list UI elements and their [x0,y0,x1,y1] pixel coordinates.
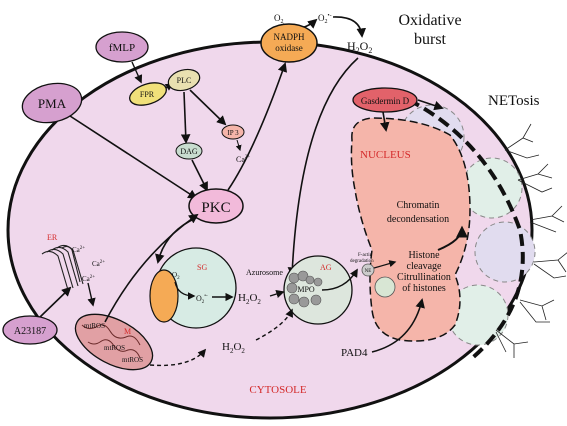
chromatin-label-1: Chromatin [397,200,440,211]
histone-label-1: Histone [408,250,440,261]
sg-h2o2-to-mpo-arrow [269,289,285,298]
factin-label-2: degradation [350,259,374,264]
mpo-to-ne-arrow [321,268,358,291]
dag-label: DAG [180,147,198,156]
pma [21,82,83,124]
sg-h2o2-label: H2O2 [238,292,261,306]
fmlp [95,31,149,63]
dag [175,142,203,160]
mtros-label-3: mtROS [122,356,143,364]
mito-label: M [124,327,131,336]
histone-label-2: cleavage [407,261,443,272]
ne-particle-2 [374,276,396,298]
fpr-label: FPR [140,90,155,99]
sg-nadph-oxidase [149,269,179,323]
fmlp-label: fMLP [109,42,135,54]
nadph-label-2: oxidase [275,43,303,53]
pkc [188,188,244,224]
sg-o2-label: O2 [172,271,180,281]
h2o2-top-label: H2O2 [347,39,372,55]
er-ca-label-2: Ca2+ [92,260,105,268]
a23187-label: A23187 [14,326,46,337]
pad4-label: PAD4 [341,347,368,359]
pad4-to-histone-arrow [371,298,425,353]
pma-to-pkc-arrow [69,115,198,200]
factin-label-1: F-actin [358,253,373,258]
pkc-label: PKC [201,200,230,216]
a23187-to-er-arrow [39,286,72,318]
cytosole-label: CYTOSOLE [249,384,307,396]
superoxide-to-h2o2-arrow [332,16,367,38]
a23187 [2,315,58,345]
gasdermin-to-membrane-arrow [417,99,444,111]
mtros-label-2: mtROS [104,344,125,352]
gasdermin-to-nucleus-arrow [380,111,390,132]
netosis-label: NETosis [488,93,540,109]
ne-label: NE [365,269,372,274]
nadph-label-1: NADPH [273,32,305,42]
h2o2-to-azurosome-arrow [287,57,359,277]
plc-label: PLC [177,76,192,85]
fmlp-arrow [131,61,143,84]
pkc-to-nadph-arrow [227,62,288,191]
mito-h2o2-to-mpo-arrow [255,308,293,341]
o2-top-label: O2 [274,13,284,25]
net-fibers [495,123,567,358]
ip3-ca-label: Ca2+ [236,155,250,164]
ip3-to-ca-arrow [235,139,242,152]
mpo-label: MPO [297,285,315,294]
mpo-cluster [286,270,323,308]
mito-h2o2-label: H2O2 [222,341,245,355]
gasdermin-label: Gasdermin D [361,96,410,106]
oxidative-burst-label-2: burst [414,31,447,48]
endoplasmic-reticulum [41,244,84,291]
dag-to-pkc-arrow [191,159,208,192]
ca-to-mito-arrow [87,282,96,307]
nadph-oxidase [260,23,318,63]
ag-label: AG [320,263,332,272]
plc-to-dag-arrow [180,91,191,144]
plc-to-ip3-arrow [189,89,227,126]
sg-superoxide-label: O2•- [196,294,208,305]
ip3-label: IP 3 [227,129,239,137]
citrullination-label-2: of histones [402,283,446,294]
er-label: ER [47,233,58,242]
pma-label: PMA [38,96,67,111]
mito-to-pkc-arrow [104,213,199,323]
azurosome-label: Azurosome [246,268,283,277]
ip3 [221,124,245,140]
superoxide-top-label: O2•- [318,13,332,25]
citrullination-label-1: Citrullination [397,272,451,283]
oxidative-burst-label-1: Oxidative [398,12,461,29]
er-ca-label-3: Ca2+ [82,275,95,283]
sg-o2-arrow [174,281,196,300]
histone-to-chromatin-arrow [437,225,468,251]
membrane-rupture [391,90,525,362]
ne-to-nucleus-arrow [373,260,397,269]
sg-label: SG [197,263,207,272]
mtros-label-1: mtROS [84,322,105,330]
mitochondrion [74,313,154,371]
er-ca-label-1: Ca2+ [72,246,85,254]
nucleus-label: NUCLEUS [360,149,411,161]
plc [167,68,201,92]
chromatin-label-2: decondensation [387,214,449,225]
ne-particle [361,263,375,277]
gasdermin-d [352,87,418,113]
